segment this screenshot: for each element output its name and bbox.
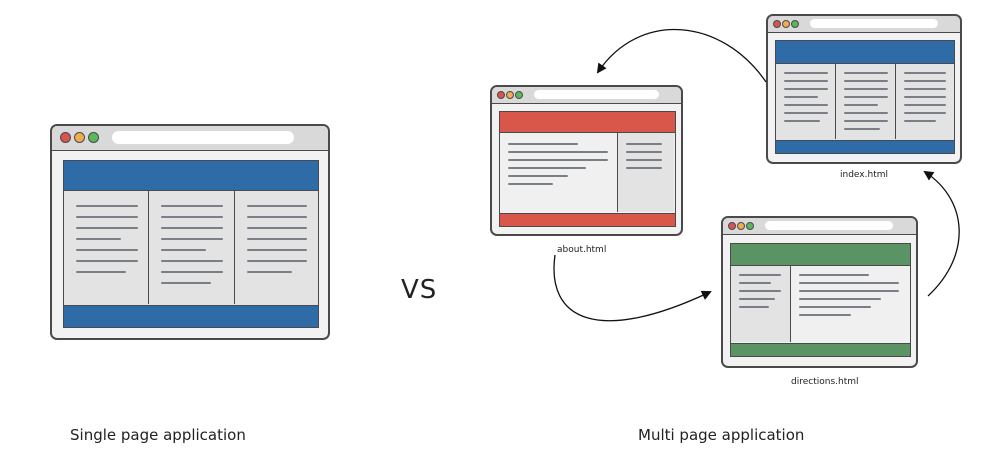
index-title-bar xyxy=(768,16,960,33)
directions-side-column xyxy=(731,266,791,342)
close-dot-icon xyxy=(728,222,736,230)
about-title-bar xyxy=(492,87,681,104)
about-page-window xyxy=(490,85,683,236)
arrow-index-to-about xyxy=(596,28,767,83)
address-bar xyxy=(534,90,659,99)
index-content-area xyxy=(775,63,955,141)
spa-column-1 xyxy=(64,191,149,304)
spa-browser-window xyxy=(50,124,330,340)
mpa-caption: Multi page application xyxy=(638,426,805,444)
directions-filename: directions.html xyxy=(791,377,859,387)
minimize-dot-icon xyxy=(506,91,514,99)
directions-footer-band xyxy=(730,343,911,357)
spa-caption: Single page application xyxy=(70,426,246,444)
directions-page-window xyxy=(721,216,918,368)
maximize-dot-icon xyxy=(746,222,754,230)
about-content-area xyxy=(499,132,676,214)
maximize-dot-icon xyxy=(515,91,523,99)
spa-column-3 xyxy=(235,191,317,304)
index-page-window xyxy=(766,14,962,164)
minimize-dot-icon xyxy=(74,132,85,143)
close-dot-icon xyxy=(773,20,781,28)
close-dot-icon xyxy=(60,132,71,143)
minimize-dot-icon xyxy=(782,20,790,28)
address-bar xyxy=(810,19,938,28)
arrow-directions-to-index xyxy=(923,170,960,297)
spa-column-2 xyxy=(149,191,235,304)
maximize-dot-icon xyxy=(88,132,99,143)
versus-label: VS xyxy=(401,275,438,305)
index-filename: index.html xyxy=(840,170,888,180)
spa-footer-band xyxy=(63,305,319,328)
address-bar xyxy=(112,131,294,144)
about-side-column xyxy=(618,133,674,212)
minimize-dot-icon xyxy=(737,222,745,230)
index-header-band xyxy=(775,40,955,64)
index-column-2 xyxy=(836,64,896,139)
directions-content-area xyxy=(730,265,911,344)
arrow-about-to-directions xyxy=(553,254,712,322)
index-column-3 xyxy=(896,64,953,139)
about-main-column xyxy=(500,133,618,212)
index-footer-band xyxy=(775,140,955,154)
address-bar xyxy=(765,221,893,230)
about-footer-band xyxy=(499,213,676,227)
directions-title-bar xyxy=(723,218,916,235)
spa-title-bar xyxy=(52,126,328,151)
about-filename: about.html xyxy=(557,245,607,255)
spa-content-area xyxy=(63,190,319,306)
maximize-dot-icon xyxy=(791,20,799,28)
index-column-1 xyxy=(776,64,836,139)
close-dot-icon xyxy=(497,91,505,99)
directions-main-column xyxy=(791,266,909,342)
